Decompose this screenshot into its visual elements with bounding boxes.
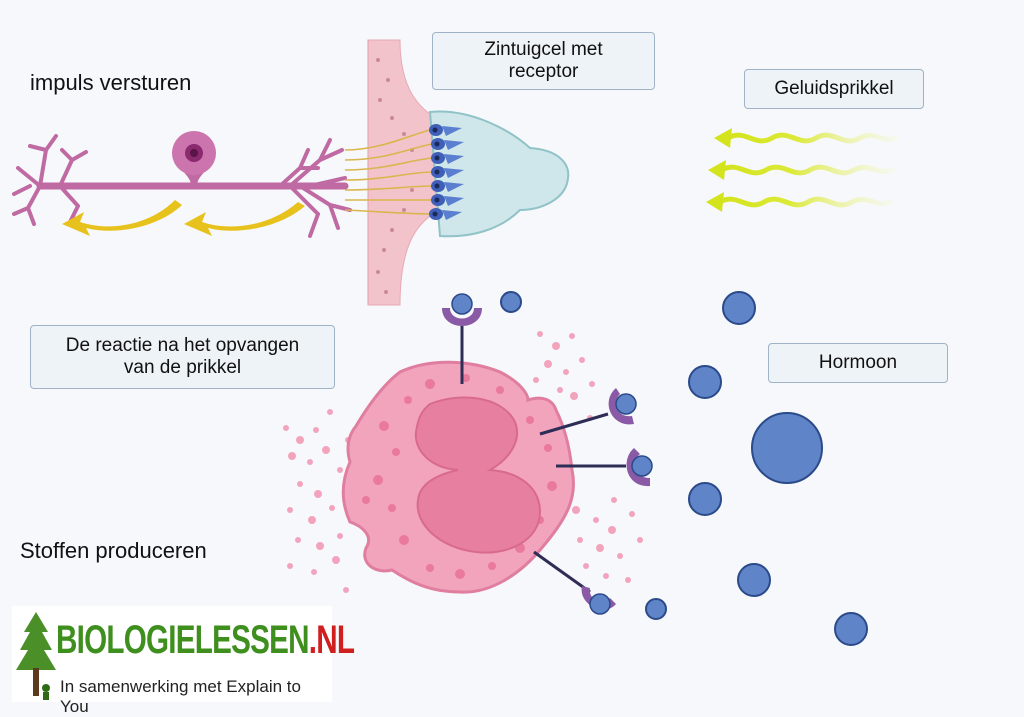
label-box-zintuigcel: Zintuigcel met receptor xyxy=(432,32,655,90)
sensory-organ xyxy=(428,110,570,238)
label-box-geluidsprikkel: Geluidsprikkel xyxy=(744,69,924,109)
geluidsprikkel-text: Geluidsprikkel xyxy=(774,78,894,100)
label-box-hormoon: Hormoon xyxy=(768,343,948,383)
sound-waves xyxy=(717,132,898,208)
neuron-cell-body xyxy=(172,131,216,175)
biologielessen-logo: BIOLOGIELESSEN.NL In samenwerking met Ex… xyxy=(12,606,355,716)
receptor-cells xyxy=(429,124,464,220)
label-impuls-versturen: impuls versturen xyxy=(30,70,192,95)
cell-nucleus xyxy=(414,396,542,554)
logo-tagline: In samenwerking met Explain to You xyxy=(60,677,301,716)
hormone-molecules xyxy=(500,291,868,646)
zintuigcel-text: Zintuigcel met receptor xyxy=(484,39,603,82)
label-box-reactie: De reactie na het opvangen van de prikke… xyxy=(30,325,335,389)
wave-arrowheads xyxy=(706,128,732,212)
impulse-arrows xyxy=(62,200,305,236)
sensory-fibres xyxy=(344,129,433,215)
label-stoffen-produceren: Stoffen produceren xyxy=(20,538,207,563)
logo-title: BIOLOGIELESSEN.NL xyxy=(56,618,355,663)
membrane-receptors xyxy=(460,326,626,594)
logo-name-prefix: BIOLOGIELESSEN xyxy=(56,618,310,662)
hormoon-text: Hormoon xyxy=(818,352,898,374)
bound-hormones xyxy=(451,293,653,615)
tree-logo-icon xyxy=(16,612,56,700)
reactie-text: De reactie na het opvangen van de prikke… xyxy=(65,335,300,378)
logo-name-suffix: .NL xyxy=(308,618,355,662)
